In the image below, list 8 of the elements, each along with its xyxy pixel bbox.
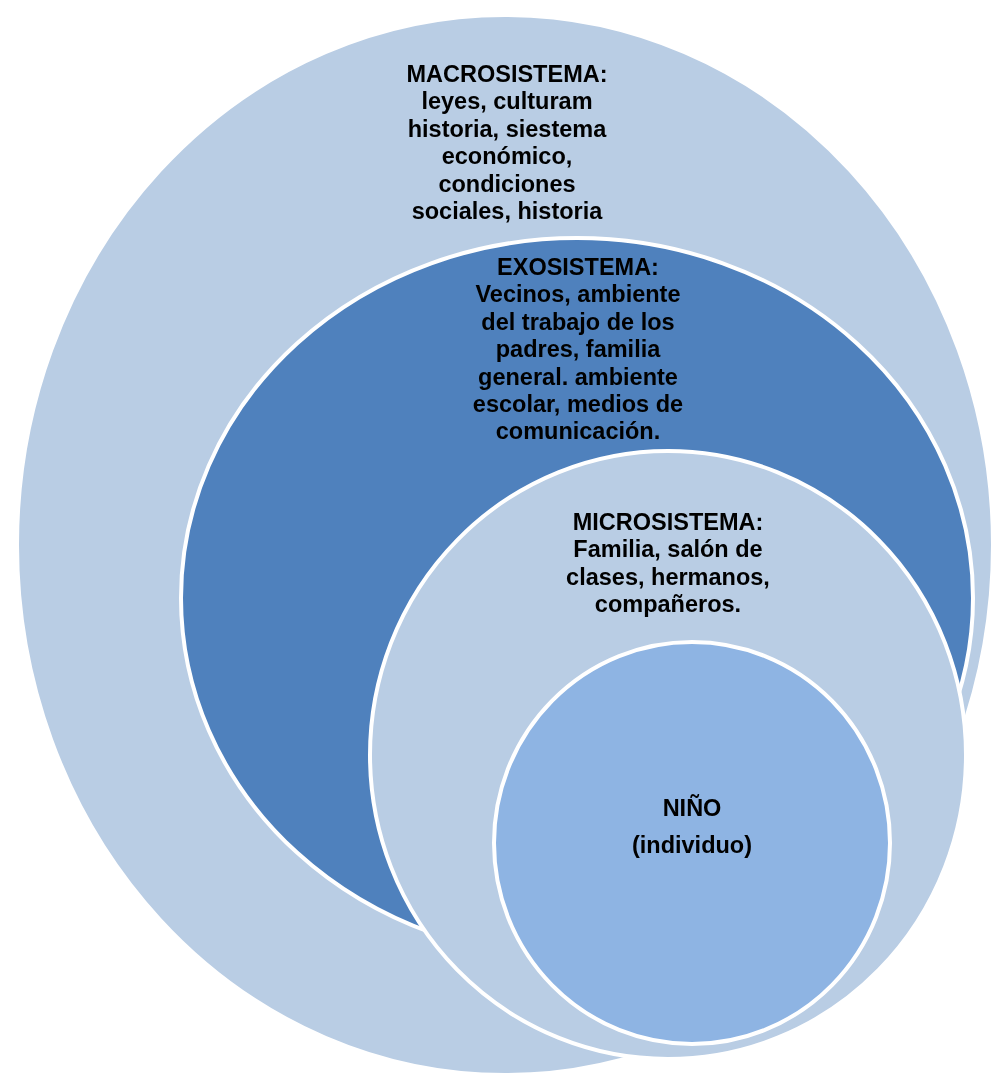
layer-heading: EXOSISTEMA:: [496, 254, 660, 282]
layer-description: leyes, culturam historia, siestema económico, condiciones sociales, historia: [406, 88, 608, 226]
layer-heading: NIÑO: [661, 795, 723, 823]
layer-description: (individuo): [630, 832, 754, 860]
layer-heading: MACROSISTEMA:: [405, 61, 609, 89]
layer-description: Familia, salón de clases, hermanos, compañeros.: [565, 536, 771, 619]
layer-heading: MICROSISTEMA:: [571, 509, 765, 537]
layer-description: Vecinos, ambiente del trabajo de los padres, familia general. ambiente escolar, medios de comunicación.: [471, 281, 685, 446]
